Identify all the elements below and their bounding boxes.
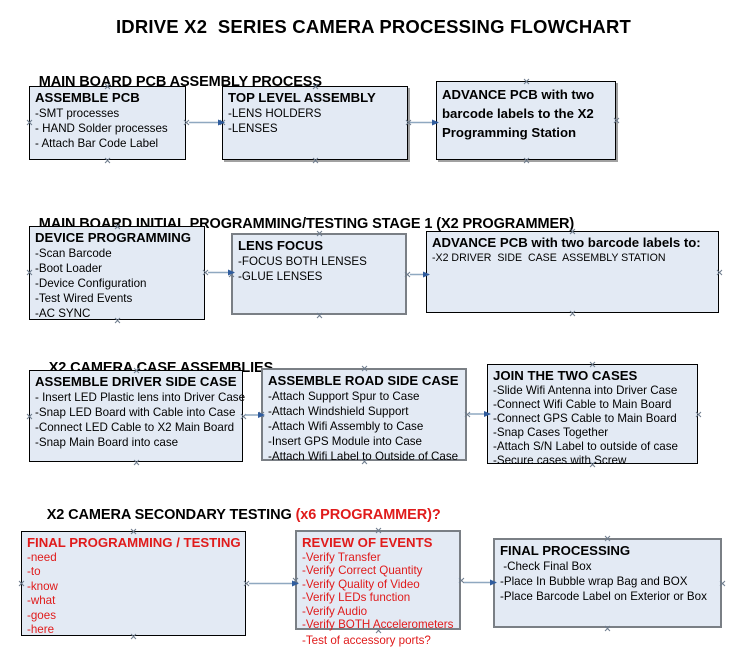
node-line: -Verify Audio (302, 604, 368, 618)
node-assemble-pcb[interactable]: ASSEMBLE PCB -SMT processes - HAND Solde… (29, 86, 186, 160)
node-line: -Scan Barcode (35, 246, 112, 260)
node-line: -Verify LEDs function (302, 591, 411, 605)
section-heading-text: X2 CAMERA SECONDARY TESTING (46, 507, 296, 523)
node-overflow-line: -Test of accessory ports? (302, 634, 431, 647)
node-line: -Attach Wifi Assembly to Case (268, 419, 424, 433)
section-heading-accent: (x6 PROGRAMMER)? (295, 507, 441, 523)
node-line: -FOCUS BOTH LENSES (238, 254, 367, 268)
node-title: ASSEMBLE PCB (35, 90, 140, 105)
node-line: -LENSES (228, 121, 278, 135)
node-line: -Attach Support Spur to Case (268, 389, 420, 403)
node-line: -Verify BOTH Accelerometers (302, 618, 454, 632)
node-title: TOP LEVEL ASSEMBLY (228, 90, 376, 105)
node-line: -Place In Bubble wrap Bag and BOX (500, 574, 688, 588)
node-line: -Insert GPS Module into Case (268, 434, 423, 448)
node-title: FINAL PROCESSING (500, 543, 631, 558)
node-line: -Connect GPS Cable to Main Board (493, 411, 677, 425)
page-title: IDRIVE X2 SERIES CAMERA PROCESSING FLOWC… (115, 16, 632, 37)
node-title: REVIEW OF EVENTS (302, 535, 433, 550)
node-line: - Attach Bar Code Label (35, 136, 159, 150)
node-line: -Check Final Box (500, 559, 592, 573)
node-line: -here (27, 623, 55, 636)
node-title: DEVICE PROGRAMMING (35, 230, 192, 245)
node-line: -Connect LED Cable to X2 Main Board (35, 420, 235, 434)
node-final-programming-testing[interactable]: FINAL PROGRAMMING / TESTING -need -to -k… (21, 531, 246, 636)
node-assemble-driver-side-case[interactable]: ASSEMBLE DRIVER SIDE CASE - Insert LED P… (29, 370, 246, 462)
node-assemble-road-side-case[interactable]: ASSEMBLE ROAD SIDE CASE -Attach Support … (261, 368, 467, 463)
node-line: -X2 DRIVER SIDE CASE ASSEMBLY STATION (432, 251, 666, 264)
node-device-programming[interactable]: DEVICE PROGRAMMING -Scan Barcode -Boot L… (29, 226, 205, 320)
node-final-processing[interactable]: FINAL PROCESSING -Check Final Box -Place… (493, 538, 722, 628)
node-line: -AC SYNC (35, 306, 91, 320)
node-title: FINAL PROGRAMMING / TESTING (27, 535, 241, 550)
node-line: -Snap LED Board with Cable into Case (35, 405, 236, 419)
section-heading-secondary-testing: X2 CAMERA SECONDARY TESTING (x6 PROGRAMM… (31, 491, 441, 539)
node-line: -Device Configuration (35, 276, 147, 290)
node-line: -Attach S/N Label to outside of case (493, 439, 678, 453)
node-title: ADVANCE PCB with two barcode labels to: (432, 235, 701, 250)
node-title: LENS FOCUS (238, 238, 323, 253)
node-line: -Test Wired Events (35, 291, 133, 305)
node-line: -LENS HOLDERS (228, 106, 322, 120)
node-line: -Boot Loader (35, 261, 103, 275)
node-line: -Slide Wifi Antenna into Driver Case (493, 383, 678, 397)
node-line: -know (27, 579, 58, 593)
node-line: -what (27, 594, 56, 607)
node-line: -Connect Wifi Cable to Main Board (493, 397, 672, 411)
node-line: -need (27, 550, 57, 564)
node-line: -Verify Quality of Video (302, 577, 420, 591)
node-line: -to (27, 565, 41, 578)
node-line: -Attach Wifi Label to Outside of Case (268, 449, 459, 463)
node-title: JOIN THE TWO CASES (493, 368, 638, 383)
node-line: -Place Barcode Label on Exterior or Box (500, 589, 707, 603)
node-line: -goes (27, 608, 57, 622)
node-line: - HAND Solder processes (35, 121, 168, 135)
node-review-of-events[interactable]: REVIEW OF EVENTS -Verify Transfer -Verif… (295, 530, 461, 647)
node-line: -Secure cases with Screw (493, 453, 627, 467)
node-advance-pcb-driver-side[interactable]: ADVANCE PCB with two barcode labels to: … (426, 231, 719, 313)
node-title: ADVANCE PCB with two barcode labels to t… (442, 87, 595, 140)
node-title: ASSEMBLE ROAD SIDE CASE (268, 373, 459, 388)
node-line: -Snap Main Board into case (35, 435, 179, 449)
node-line: -Snap Cases Together (493, 425, 609, 439)
node-advance-pcb-programming-station[interactable]: ADVANCE PCB with two barcode labels to t… (436, 81, 616, 160)
node-title: ASSEMBLE DRIVER SIDE CASE (35, 374, 237, 389)
node-line: -Verify Transfer (302, 550, 381, 564)
node-top-level-assembly[interactable]: TOP LEVEL ASSEMBLY -LENS HOLDERS -LENSES (222, 86, 408, 160)
node-line: - Insert LED Plastic lens into Driver Ca… (35, 390, 246, 404)
node-lens-focus[interactable]: LENS FOCUS -FOCUS BOTH LENSES -GLUE LENS… (231, 233, 407, 315)
node-line: -Attach Windshield Support (268, 404, 409, 418)
node-join-the-two-cases[interactable]: JOIN THE TWO CASES -Slide Wifi Antenna i… (487, 364, 698, 467)
node-line: -SMT processes (35, 106, 120, 120)
node-line: -Verify Correct Quantity (302, 564, 423, 578)
node-line: -GLUE LENSES (238, 269, 323, 283)
